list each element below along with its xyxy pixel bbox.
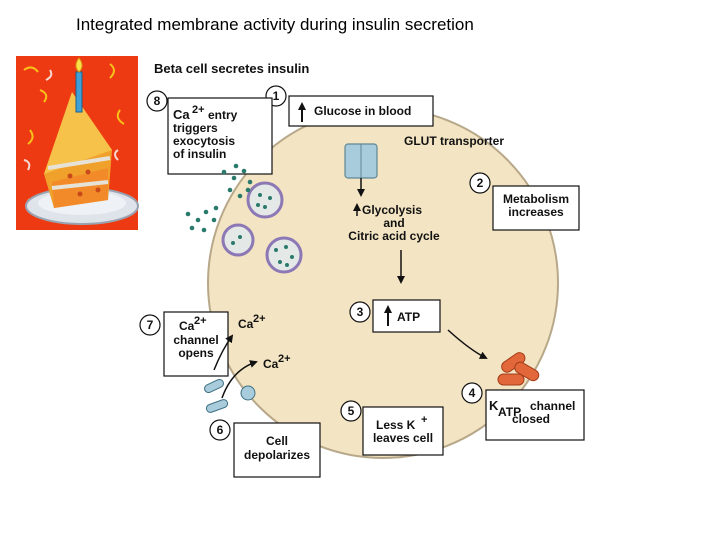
glycolysis-label: Glycolysis and Citric acid cycle	[348, 203, 440, 284]
svg-text:triggers: triggers	[173, 121, 218, 135]
step-1: 1 Glucose in blood	[265, 85, 434, 127]
svg-text:opens: opens	[178, 346, 214, 360]
svg-text:increases: increases	[508, 205, 564, 219]
svg-text:entry: entry	[208, 108, 238, 122]
svg-text:2+: 2+	[278, 353, 291, 365]
step-2: 2 Metabolism increases	[469, 172, 580, 231]
svg-text:channel: channel	[173, 333, 218, 347]
svg-text:Metabolism: Metabolism	[503, 192, 569, 206]
katp-channel-icon	[497, 352, 540, 386]
birthday-cake-icon	[16, 56, 139, 230]
svg-text:Glycolysis: Glycolysis	[362, 203, 422, 217]
step-4-number: 4	[469, 386, 476, 400]
ca-ion-outside-label: Ca 2+	[238, 313, 266, 331]
step-5-number: 5	[348, 404, 355, 418]
glut-transporter: GLUT transporter	[344, 134, 504, 197]
step-2-number: 2	[477, 176, 484, 190]
step-7: 7 Ca 2+ channel opens	[139, 311, 229, 377]
svg-text:depolarizes: depolarizes	[244, 448, 310, 462]
svg-text:2+: 2+	[192, 104, 205, 116]
svg-text:leaves cell: leaves cell	[373, 431, 433, 445]
calcium-channel-icon	[204, 334, 258, 413]
step-3: 3 ATP	[349, 299, 488, 359]
svg-text:Ca: Ca	[179, 319, 195, 333]
svg-text:Ca: Ca	[173, 107, 190, 122]
svg-text:ATP: ATP	[498, 405, 521, 419]
svg-text:Less K: Less K	[376, 418, 416, 432]
step-6: 6 Cell depolarizes	[209, 419, 321, 478]
diagram-heading: Beta cell secretes insulin	[154, 61, 309, 76]
svg-text:2+: 2+	[194, 315, 207, 327]
step-8: 8 Ca 2+ entry triggers exocytosis of ins…	[146, 90, 273, 175]
svg-text:2+: 2+	[253, 313, 266, 325]
step-3-number: 3	[357, 305, 364, 319]
svg-text:Ca: Ca	[238, 317, 254, 331]
step-1-number: 1	[273, 89, 280, 103]
svg-text:closed: closed	[512, 412, 550, 426]
step-6-number: 6	[217, 423, 224, 437]
step-7-number: 7	[147, 318, 154, 332]
svg-text:of insulin: of insulin	[173, 147, 226, 161]
glut-label: GLUT transporter	[404, 134, 504, 148]
step-1-label: Glucose in blood	[314, 104, 411, 118]
svg-text:channel: channel	[530, 399, 575, 413]
step-5: 5 Less K + leaves cell	[340, 400, 444, 456]
svg-text:exocytosis: exocytosis	[173, 134, 235, 148]
svg-text:and: and	[383, 216, 404, 230]
insulin-vesicles	[221, 181, 303, 274]
slide-title: Integrated membrane activity during insu…	[76, 15, 474, 34]
svg-text:Cell: Cell	[266, 434, 288, 448]
insulin-granules	[185, 163, 294, 267]
svg-text:+: +	[421, 414, 427, 426]
atp-label: ATP	[397, 310, 420, 324]
step-4: 4 K ATP channel closed	[461, 382, 585, 441]
svg-text:Ca: Ca	[263, 357, 279, 371]
svg-text:Citric acid cycle: Citric acid cycle	[348, 229, 440, 243]
ca-ion-inside-label: Ca 2+	[263, 353, 291, 371]
step-8-number: 8	[154, 94, 161, 108]
svg-text:K: K	[489, 398, 499, 413]
